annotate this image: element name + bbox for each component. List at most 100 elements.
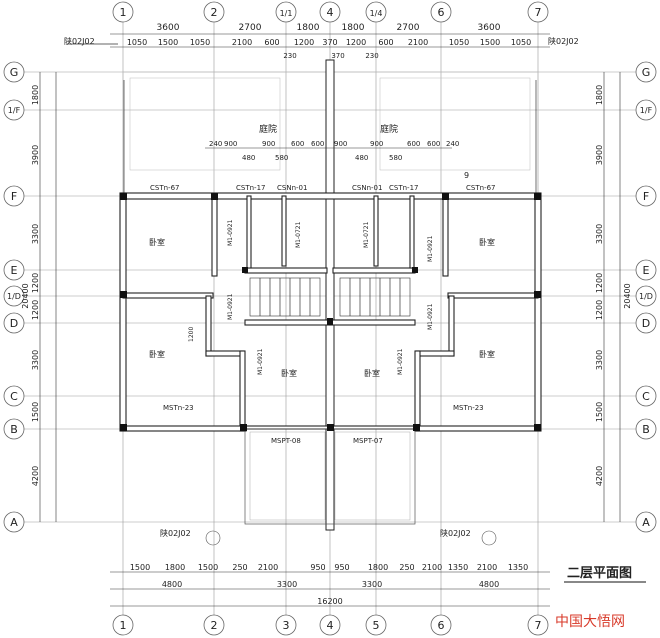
dim-top-major: 3600 [157, 23, 180, 33]
section-number: 9 [464, 171, 469, 180]
axis-top-4: 4 [327, 6, 334, 19]
dim-top-small: 230 [283, 52, 296, 60]
courtyard-dim: 900 [262, 140, 275, 148]
axis-bottom-4: 4 [327, 619, 334, 632]
axis-bubbles-top: 1 2 1/1 4 1/4 6 7 [112, 1, 549, 23]
dim-bottom-group: 3300 [362, 580, 382, 589]
axis-right-1F: 1/F [640, 106, 653, 115]
dim-bottom-group: 4800 [162, 580, 182, 589]
window-tag: CSNn-01 [352, 184, 382, 192]
axis-left-1D: 1/D [7, 292, 21, 301]
window-tag: MSTn-23 [163, 404, 194, 412]
drawing-title: 二层平面图 [564, 566, 646, 583]
dim-bottom-group: 3300 [277, 580, 297, 589]
svg-text:陕02J02: 陕02J02 [64, 36, 95, 46]
axis-top-5: 1/4 [370, 9, 383, 18]
courtyard-dim: 900 [334, 140, 347, 148]
dim-right-row: 3900 [595, 145, 604, 165]
axis-bottom-7: 7 [535, 619, 542, 632]
dim-top-small: 370 [331, 52, 344, 60]
door-tag: M1-0921 [397, 348, 404, 375]
window-tag: CSNn-01 [277, 184, 307, 192]
courtyard-dim: 600 [407, 140, 420, 148]
dim-bottom-detail: 1500 [130, 563, 150, 572]
axis-top-6: 6 [438, 6, 445, 19]
dim-top-major: 1800 [297, 23, 320, 33]
bottom-dimensions: 1500 1800 1500 250 2100 950 950 1800 250… [110, 528, 550, 607]
courtyard-sub-dim: 580 [389, 154, 402, 162]
plan-title: 二层平面图 [567, 566, 632, 581]
dim-top-minor: 600 [378, 38, 393, 47]
window-tag: CSTn-17 [389, 184, 418, 192]
courtyard-dim: 600 [427, 140, 440, 148]
dim-bottom-detail: 250 [232, 563, 247, 572]
room-label-bedroom: 卧室 [149, 237, 165, 247]
dim-bottom-detail: 1350 [508, 563, 528, 572]
axis-bottom-3: 3 [283, 619, 290, 632]
dim-bottom-detail: 950 [310, 563, 325, 572]
courtyard-sub-dim: 480 [355, 154, 368, 162]
right-dimensions: 1800 3900 3300 1200 1200 3300 1500 4200 … [595, 72, 632, 522]
dim-bottom-detail: 1800 [368, 563, 388, 572]
axis-top-2: 2 [211, 6, 218, 19]
dim-left-row: 1800 [31, 85, 40, 105]
axis-right-1D: 1/D [639, 292, 653, 301]
dim-top-major: 2700 [397, 23, 420, 33]
dim-top-minor: 1050 [190, 38, 210, 47]
courtyard-dim: 900 [370, 140, 383, 148]
door-tag: M1-0921 [427, 235, 434, 262]
dim-bottom-total: 16200 [317, 597, 342, 606]
room-label-bedroom: 卧室 [149, 349, 165, 359]
dim-right-row: 1200 [595, 273, 604, 293]
room-label-bedroom: 卧室 [479, 349, 495, 359]
dim-top-small: 230 [365, 52, 378, 60]
dim-bottom-detail: 1800 [165, 563, 185, 572]
room-labels: 卧室 卧室 卧室 卧室 卧室 卧室 [149, 237, 495, 378]
axis-bottom-2: 2 [211, 619, 218, 632]
axis-bubbles-bottom: 1 2 3 4 5 6 7 [112, 614, 549, 636]
axis-right-A: A [642, 516, 650, 529]
dim-top-minor: 1200 [346, 38, 366, 47]
axis-top-1: 1 [120, 6, 127, 19]
axis-bubbles-right: G 1/F F E 1/D D C B A [635, 61, 657, 533]
room-label-bedroom: 卧室 [479, 237, 495, 247]
courtyard-left-label: 庭院 [259, 123, 277, 135]
axis-left-A: A [10, 516, 18, 529]
dim-top-minor: 1050 [127, 38, 147, 47]
courtyard-right-label: 庭院 [380, 123, 398, 135]
door-tag: MSPT-08 [271, 437, 301, 445]
dim-right-row: 1200 [595, 300, 604, 320]
axis-right-D: D [642, 317, 650, 330]
window-tag: CSTn-67 [150, 184, 179, 192]
axis-top-3: 1/1 [280, 9, 293, 18]
axis-right-B: B [642, 423, 650, 436]
courtyard-dim: 600 [311, 140, 324, 148]
door-tag: M1-0721 [295, 221, 302, 248]
courtyard-dim: 240 [209, 140, 222, 148]
courtyard-dim: 600 [291, 140, 304, 148]
dim-bottom-detail: 2100 [258, 563, 278, 572]
dim-left-row: 3300 [31, 350, 40, 370]
dim-bottom-group: 4800 [479, 580, 499, 589]
axis-right-G: G [642, 66, 651, 79]
dim-right-row: 4200 [595, 466, 604, 486]
dim-1200: 1200 [188, 327, 195, 342]
courtyard-dim: 900 [224, 140, 237, 148]
door-tag: M1-0921 [227, 219, 234, 246]
dim-right-total: 20400 [623, 283, 632, 308]
door-tag: M1-0921 [257, 348, 264, 375]
svg-text:陕02J02: 陕02J02 [548, 36, 579, 46]
columns [120, 193, 541, 431]
dim-left-row: 4200 [31, 466, 40, 486]
dim-left-row: 3300 [31, 224, 40, 244]
dim-top-minor: 2100 [232, 38, 252, 47]
axis-right-E: E [643, 264, 650, 277]
dim-right-row: 3300 [595, 224, 604, 244]
door-tag: M1-0921 [227, 293, 234, 320]
courtyard-dim: 240 [446, 140, 459, 148]
courtyard-sub-dim: 480 [242, 154, 255, 162]
dim-bottom-detail: 1350 [448, 563, 468, 572]
staircase [249, 277, 411, 317]
window-tag: CSTn-67 [466, 184, 495, 192]
